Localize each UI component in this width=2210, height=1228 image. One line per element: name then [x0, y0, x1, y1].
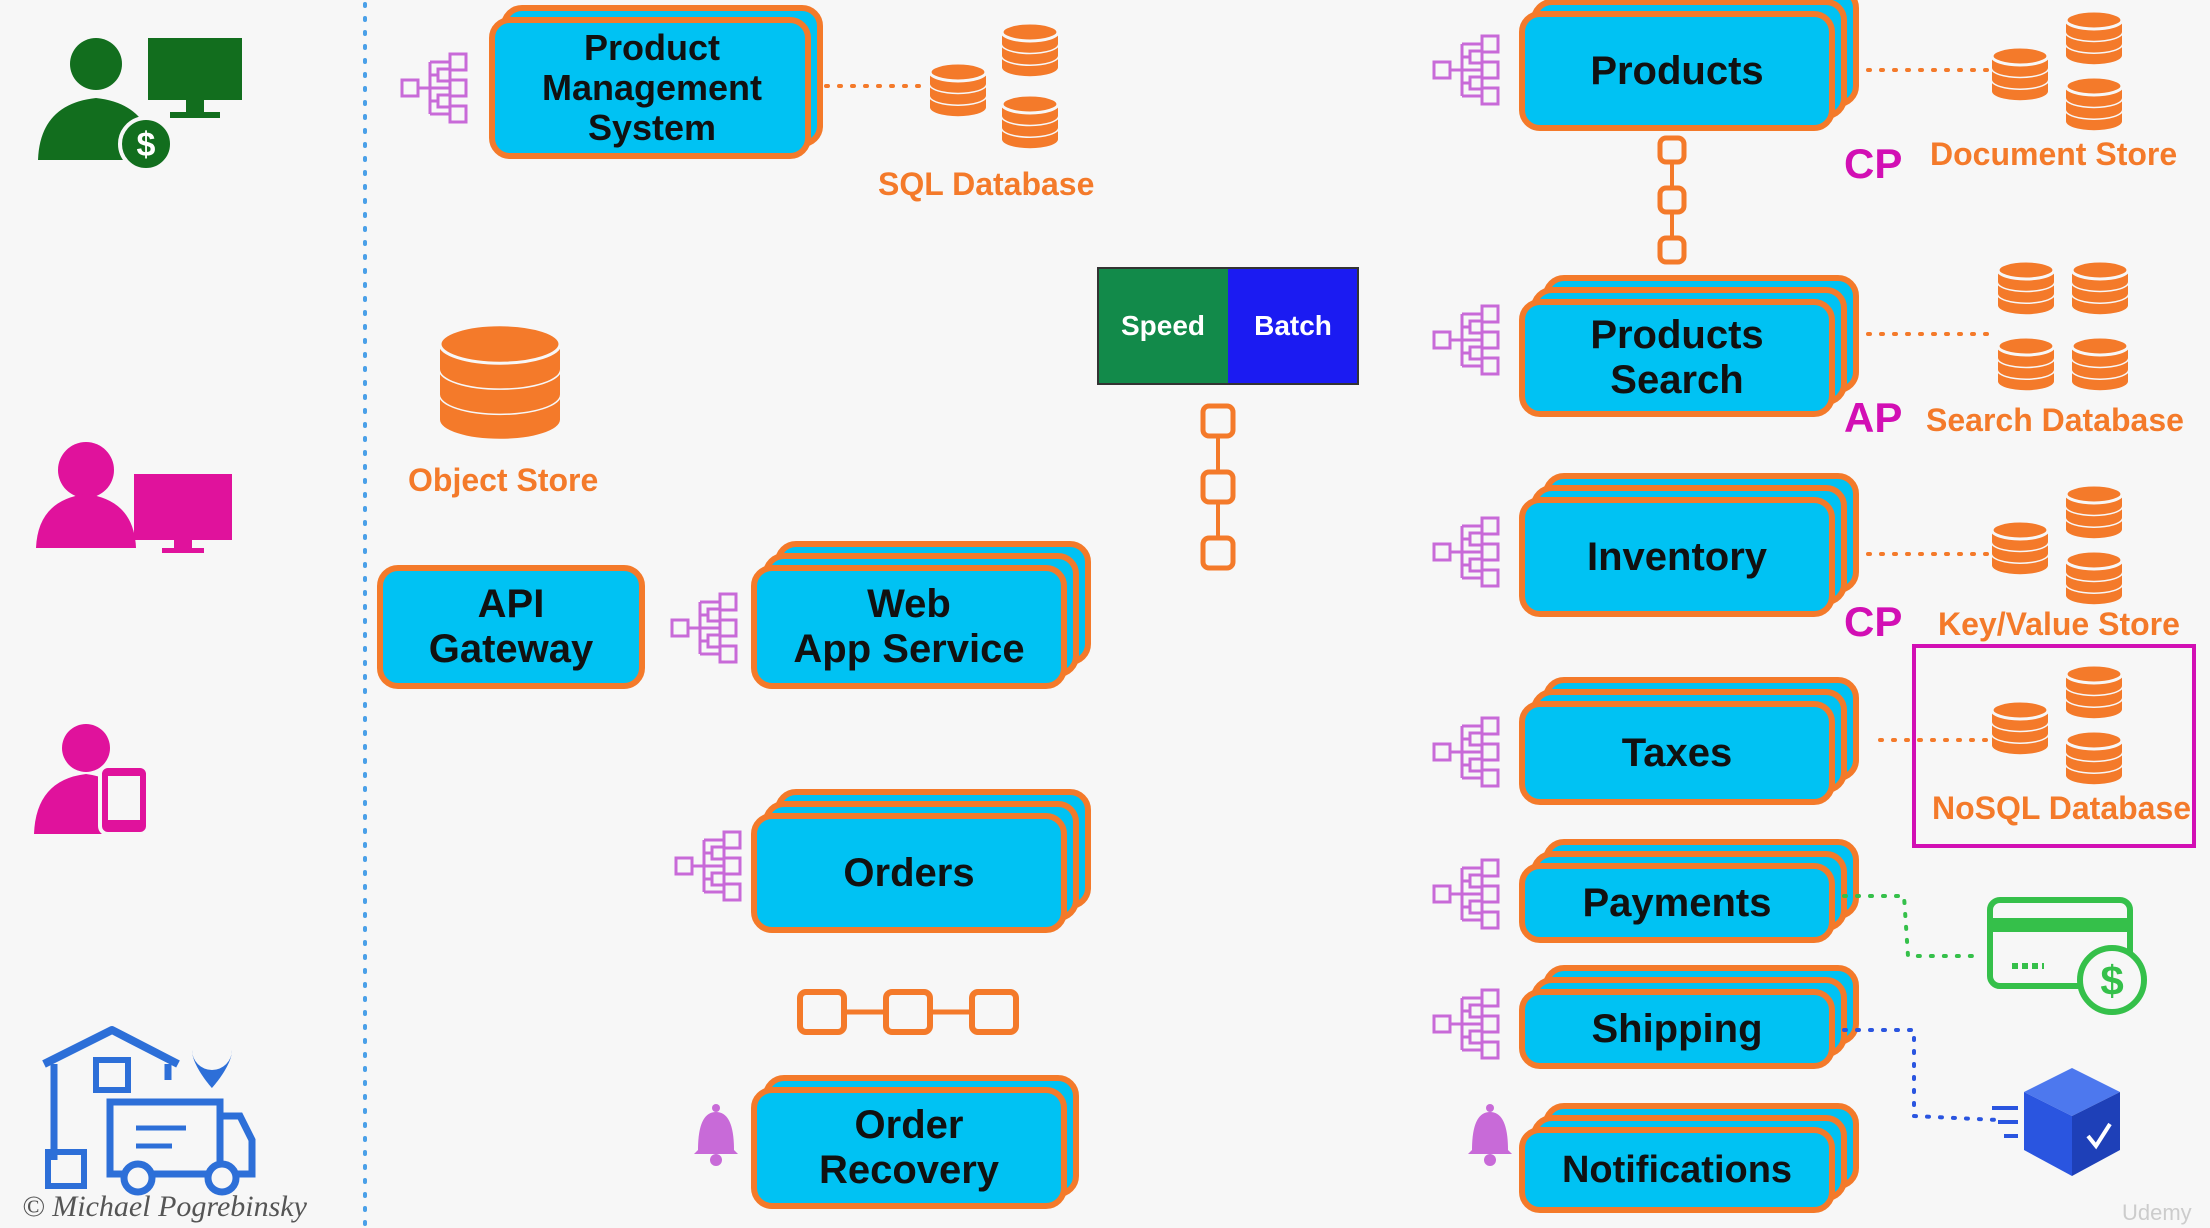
lambda-queue-icon: [1200, 403, 1236, 571]
web-app-service-box: [751, 541, 1091, 689]
orders-box: [751, 789, 1091, 933]
bell-icon: [1468, 1104, 1512, 1166]
products-box: [1519, 0, 1859, 131]
api-gateway-label: API Gateway: [428, 582, 594, 671]
scale-icon: [400, 52, 468, 124]
speed-layer-label: Speed: [1120, 310, 1206, 342]
order-recovery-label: Order Recovery: [818, 1103, 1000, 1192]
notifications-label: Notifications: [1561, 1148, 1793, 1191]
scale-icon: [1432, 716, 1500, 788]
web-user-icon: [36, 442, 232, 553]
key-value-store-icon: [1990, 483, 2124, 605]
bell-icon: [694, 1104, 738, 1166]
notifications-box: [1519, 1103, 1859, 1213]
copyright-text: © Michael Pogrebinsky: [22, 1190, 307, 1223]
scale-icon: [1432, 516, 1500, 588]
warehouse-truck-icon: [42, 1026, 256, 1196]
batch-layer-label: Batch: [1254, 310, 1332, 342]
scale-icon: [1432, 34, 1500, 106]
cap-search-label: AP: [1844, 394, 1903, 441]
document-store-icon: [1990, 9, 2124, 131]
products-label: Products: [1590, 48, 1764, 93]
order-queue-icon: [797, 989, 1019, 1035]
cap-inventory-label: CP: [1844, 598, 1903, 645]
key-value-store-label: Key/Value Store: [1938, 606, 2180, 642]
search-database-label: Search Database: [1926, 402, 2184, 438]
payment-connector: [1842, 894, 1974, 958]
lambda-frame: [1097, 267, 1359, 385]
inventory-label: Inventory: [1586, 534, 1768, 579]
order-recovery-box: [751, 1075, 1079, 1209]
product-management-box: [489, 5, 823, 159]
udemy-watermark: Udemy: [2122, 1200, 2192, 1225]
inventory-box: [1519, 473, 1859, 617]
scale-icon: [1432, 858, 1500, 930]
scale-icon: [674, 830, 742, 902]
shipping-label: Shipping: [1591, 1006, 1763, 1051]
scale-icon: [1432, 304, 1500, 376]
payments-box: [1519, 839, 1859, 943]
search-database-icon: [1996, 259, 2130, 391]
svg-text:$: $: [137, 126, 156, 164]
credit-card-icon: $: [1987, 897, 2147, 1015]
package-icon: [1992, 1068, 2120, 1176]
sql-database-label: SQL Database: [878, 166, 1095, 202]
payments-label: Payments: [1582, 880, 1772, 925]
nosql-highlight-frame: [1912, 644, 2196, 848]
orders-label: Orders: [843, 850, 975, 895]
cap-products-label: CP: [1844, 140, 1903, 187]
scale-icon: [1432, 988, 1500, 1060]
sql-database-icon: [928, 21, 1060, 149]
shipping-box: [1519, 965, 1859, 1069]
speed-layer: [1098, 268, 1228, 384]
scale-icon: [670, 592, 738, 664]
products-search-label: Products Search: [1590, 313, 1764, 402]
svg-text:$: $: [2100, 957, 2123, 1004]
nosql-database-icon: [1990, 663, 2124, 785]
nosql-database-label: NoSQL Database: [1932, 790, 2192, 826]
taxes-label: Taxes: [1621, 730, 1733, 775]
shipping-connector: [1842, 1028, 2000, 1122]
mobile-user-icon: [34, 724, 150, 836]
api-gateway-box: [377, 565, 645, 689]
document-store-label: Document Store: [1930, 136, 2178, 172]
batch-layer: [1228, 268, 1358, 384]
product-management-system-label: Product Management System: [541, 26, 763, 149]
object-store-icon: [438, 323, 562, 439]
object-store-label: Object Store: [408, 462, 599, 498]
taxes-box: [1519, 677, 1859, 805]
admin-user-icon: $: [38, 38, 242, 172]
products-queue-icon: [1657, 135, 1687, 265]
products-search-box: [1519, 275, 1859, 417]
web-app-service-label: Web App Service: [793, 582, 1025, 671]
